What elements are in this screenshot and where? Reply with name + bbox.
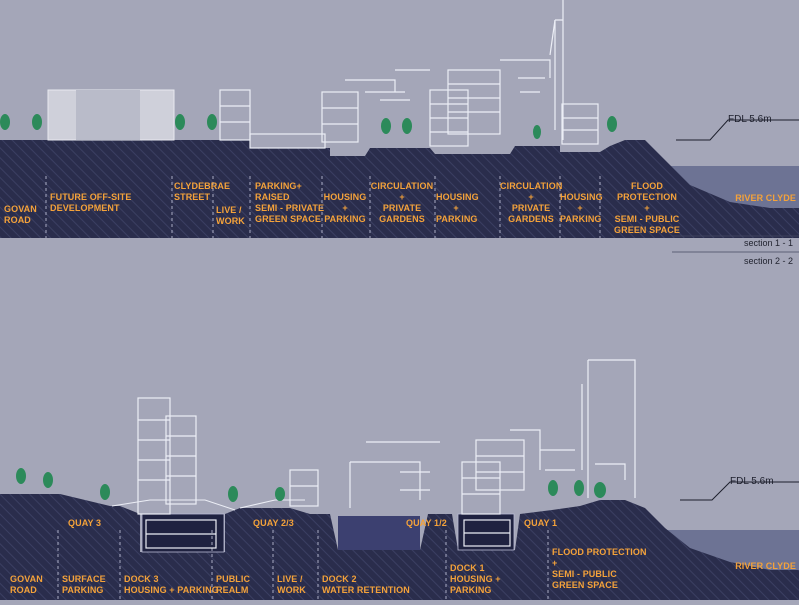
trees-section-2 bbox=[16, 468, 606, 502]
buildings-section-2 bbox=[137, 359, 636, 549]
ground-section-2 bbox=[0, 494, 799, 600]
label-housing-parking-a: HOUSING + PARKING bbox=[323, 192, 367, 224]
label-dock-2: DOCK 2 WATER RETENTION bbox=[322, 574, 410, 595]
label-quay-2-3: QUAY 2/3 bbox=[253, 518, 294, 528]
fdl-label-1: FDL 5.6m bbox=[728, 114, 772, 125]
label-live-work-1: LIVE / WORK bbox=[216, 205, 245, 226]
label-dock-1: DOCK 1 HOUSING + PARKING bbox=[450, 563, 501, 595]
label-surface-parking: SURFACE PARKING bbox=[62, 574, 106, 595]
label-future-development: FUTURE OFF-SITE DEVELOPMENT bbox=[50, 192, 132, 213]
section-tag-1: section 1 - 1 bbox=[743, 238, 793, 248]
label-river-clyde-2: RIVER CLYDE bbox=[735, 561, 796, 571]
label-dock-3: DOCK 3 HOUSING + PARKING bbox=[124, 574, 219, 595]
fdl-label-2: FDL 5.6m bbox=[730, 476, 774, 487]
label-govan-road-1: GOVAN ROAD bbox=[4, 204, 37, 225]
label-govan-road-2: GOVAN ROAD bbox=[10, 574, 43, 595]
section-tag-2: section 2 - 2 bbox=[743, 256, 793, 266]
ramps-section-2 bbox=[111, 499, 305, 511]
future-development-block bbox=[47, 89, 175, 141]
label-flood-protection-1: FLOOD PROTECTION + SEMI - PUBLIC GREEN S… bbox=[614, 181, 680, 235]
label-circulation-b: CIRCULATION + PRIVATE GARDENS bbox=[500, 181, 563, 224]
dock-2-void bbox=[338, 516, 420, 550]
label-quay-1: QUAY 1 bbox=[524, 518, 558, 528]
label-housing-parking-b: HOUSING + PARKING bbox=[436, 192, 479, 224]
ground-section-1 bbox=[0, 140, 799, 238]
label-parking-raised: PARKING+ RAISED SEMI - PRIVATE GREEN SPA… bbox=[255, 181, 325, 224]
label-river-clyde-1: RIVER CLYDE bbox=[735, 193, 796, 203]
trees-section-1 bbox=[0, 114, 617, 139]
label-circulation-a: CIRCULATION + PRIVATE GARDENS bbox=[370, 181, 434, 224]
label-live-work-2: LIVE / WORK bbox=[277, 574, 306, 595]
label-clydebrae-street: CLYDEBRAE STREET bbox=[174, 181, 231, 202]
label-housing-parking-c: HOUSING + PARKING bbox=[560, 192, 603, 224]
fdl-marker-1 bbox=[676, 119, 799, 141]
column-dividers-1 bbox=[45, 176, 601, 238]
label-flood-protection-2: FLOOD PROTECTION + SEMI - PUBLIC GREEN S… bbox=[552, 547, 647, 590]
buildings-section-1 bbox=[219, 0, 599, 149]
fdl-marker-2 bbox=[680, 481, 799, 501]
label-public-realm: PUBLIC REALM bbox=[216, 574, 251, 595]
label-quay-1-2: QUAY 1/2 bbox=[406, 518, 447, 528]
label-quay-3: QUAY 3 bbox=[68, 518, 102, 528]
